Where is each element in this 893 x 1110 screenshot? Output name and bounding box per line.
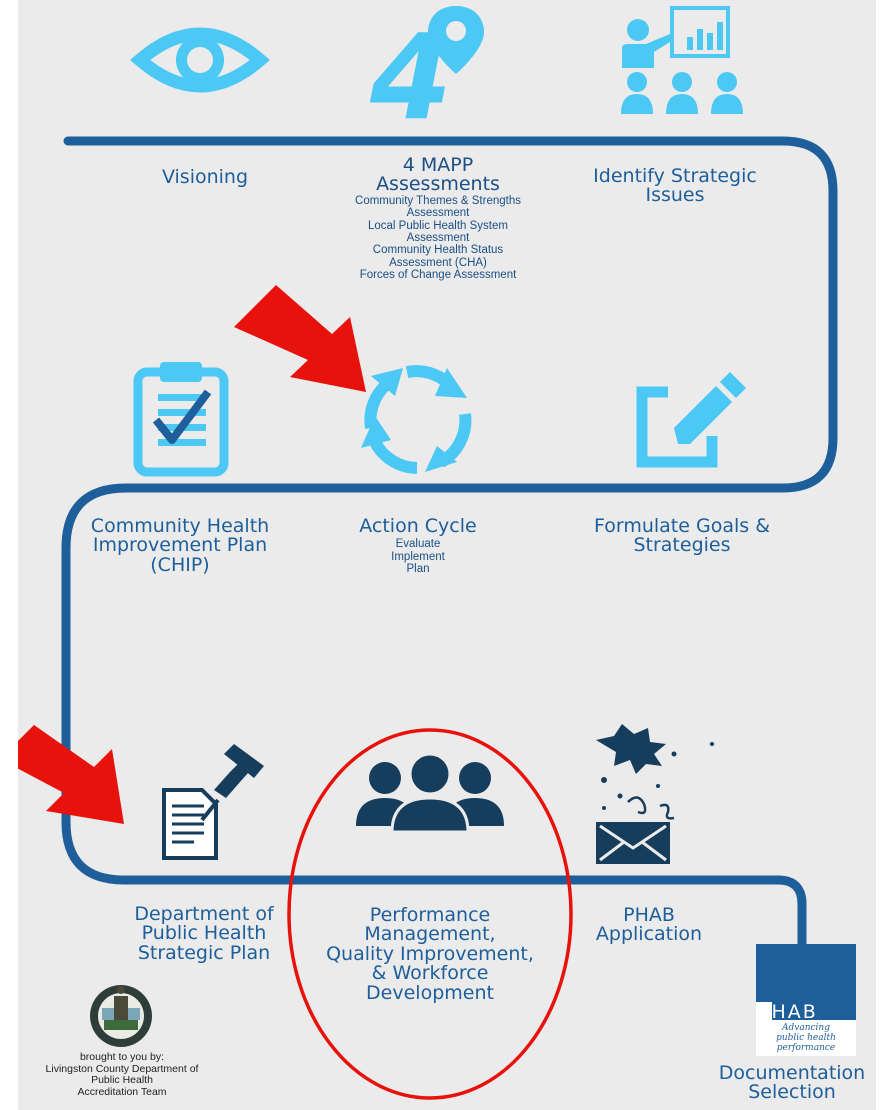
documentation-label: Documentation Selection: [708, 1064, 876, 1102]
process-path: 4: [18, 6, 856, 1100]
county-seal-icon: [90, 985, 152, 1047]
chip-title-line2: Improvement Plan: [92, 534, 268, 557]
phab-tagline-line3: performance: [777, 1043, 836, 1053]
performance-title-line3: Quality Improvement,: [326, 942, 534, 965]
strategic-issues-label: Identify Strategic Issues: [570, 165, 780, 207]
mapp-item: Assessment (CHA): [389, 256, 487, 269]
phab-application-label: PHAB Application: [574, 904, 724, 946]
red-arrow-strategic-plan: [18, 725, 124, 824]
goals-title-line1: Formulate Goals &: [593, 515, 771, 537]
action-cycle-item: Evaluate: [395, 538, 441, 551]
cycle-arrows-icon: [361, 365, 472, 474]
mapp-process-infographic: 4: [18, 0, 876, 1110]
documentation-title-line1: Documentation: [718, 1062, 866, 1084]
people-group-icon: [356, 752, 504, 834]
document-pin-icon: [162, 744, 264, 860]
goals-label: Formulate Goals & Strategies: [572, 515, 792, 557]
action-cycle-item: Implement: [391, 550, 445, 563]
performance-title-line5: Development: [366, 981, 494, 1004]
process-path-line: [61, 136, 838, 949]
red-circle-performance: [287, 728, 573, 1100]
mapp-title-line2: Assessments: [376, 173, 500, 196]
credit-line4: Accreditation Team: [77, 1085, 167, 1098]
chip-title-line3: (CHIP): [150, 553, 210, 576]
clipboard-check-icon: [133, 362, 229, 477]
chip-label: Community Health Improvement Plan (CHIP): [70, 515, 290, 576]
eye-icon: [130, 27, 270, 93]
credit-line2: Livingston County Department of: [45, 1062, 199, 1075]
phab-application-title-line2: Application: [595, 923, 703, 946]
strategic-plan-title-line2: Public Health: [141, 922, 267, 945]
phab-logo-text: PHAB: [758, 1001, 818, 1023]
phab-tagline-line1: Advancing: [781, 1023, 830, 1033]
action-cycle-label: Action Cycle Evaluate Implement Plan: [330, 515, 506, 576]
chip-title-line1: Community Health: [90, 515, 270, 537]
edit-icon: [636, 372, 746, 468]
phab-logo: PHAB Advancing public health performance: [756, 944, 856, 1056]
mapp-item: Local Public Health System: [368, 219, 508, 232]
performance-title-line2: Management,: [364, 923, 496, 946]
mapp-label: 4 MAPP Assessments Community Themes & St…: [320, 154, 556, 282]
mapp-item: Assessment: [406, 231, 470, 244]
strategic-issues-title-line2: Issues: [645, 184, 705, 207]
strategic-plan-title-line3: Strategic Plan: [137, 941, 271, 964]
mapp-item: Assessment: [406, 207, 470, 220]
strategic-plan-label: Department of Public Health Strategic Pl…: [106, 903, 302, 964]
red-arrow-action-cycle: [234, 285, 366, 392]
phab-application-title-line1: PHAB: [623, 904, 675, 926]
map-pin-4-icon: 4: [369, 6, 484, 146]
mapp-item: Community Themes & Strengths: [355, 194, 521, 207]
action-cycle-title: Action Cycle: [359, 515, 477, 537]
strategic-plan-title-line1: Department of: [134, 903, 274, 925]
credit-line3: Public Health: [91, 1074, 153, 1087]
phab-tagline-line2: public health: [776, 1033, 836, 1043]
performance-title-line4: & Workforce: [371, 962, 489, 985]
action-cycle-items: Evaluate Implement Plan: [330, 538, 506, 575]
mapp-items: Community Themes & Strengths Assessment …: [320, 195, 556, 282]
documentation-title-line2: Selection: [748, 1081, 836, 1103]
visioning-label: Visioning: [130, 166, 280, 188]
action-cycle-item: Plan: [406, 563, 430, 576]
performance-title-line1: Performance: [369, 904, 491, 926]
mapp-title-line1: 4 MAPP: [402, 154, 474, 176]
credit-line1: brought to you by:: [79, 1051, 165, 1063]
credit-text: brought to you by: Livingston County Dep…: [2, 1051, 242, 1098]
strategic-issues-title-line1: Identify Strategic: [593, 165, 757, 187]
performance-label: Performance Management, Quality Improvem…: [304, 904, 556, 1004]
mapp-item: Community Health Status: [372, 244, 504, 257]
presentation-icon: [621, 6, 743, 114]
mapp-item: Forces of Change Assessment: [359, 269, 517, 282]
envelope-burst-icon: [596, 724, 714, 864]
visioning-title: Visioning: [161, 166, 249, 188]
goals-title-line2: Strategies: [633, 534, 731, 557]
